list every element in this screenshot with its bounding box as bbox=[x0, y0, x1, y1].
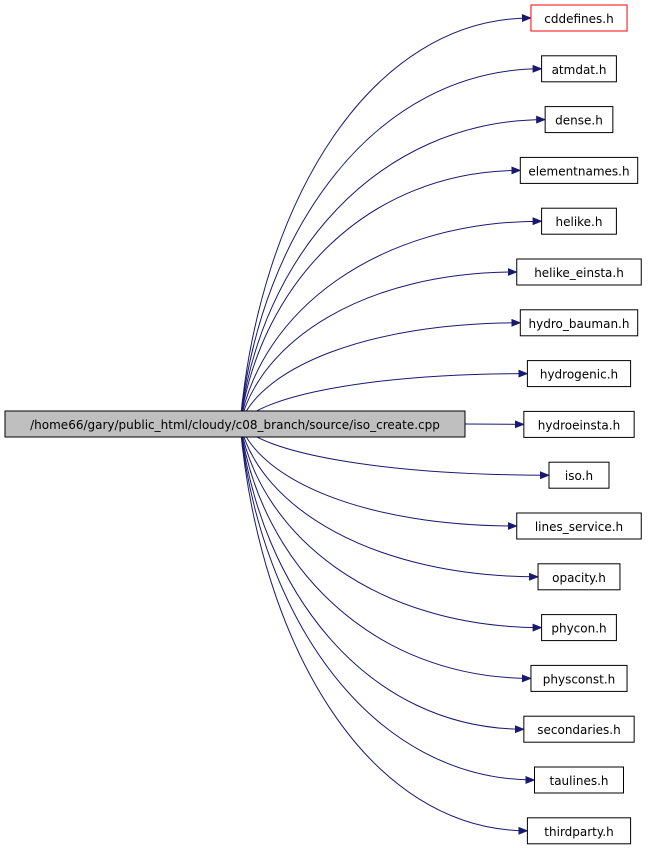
target-node-box bbox=[519, 309, 639, 337]
target-node-box bbox=[530, 4, 628, 32]
target-node-box bbox=[530, 664, 628, 692]
target-node-box bbox=[526, 817, 632, 845]
target-node-hydroeinsta[interactable]: hydroeinsta.h bbox=[523, 410, 635, 438]
target-node-label: helike.h bbox=[556, 215, 603, 229]
target-node-label: lines_service.h bbox=[535, 520, 623, 534]
edge-to-secondaries bbox=[239, 423, 525, 734]
target-node-box bbox=[516, 258, 642, 286]
target-node-box bbox=[519, 156, 639, 184]
target-node-phycon[interactable]: phycon.h bbox=[541, 614, 617, 642]
target-node-opacity[interactable]: opacity.h bbox=[537, 563, 621, 591]
edge-to-helike-einsta bbox=[239, 268, 518, 425]
edge-to-phycon bbox=[239, 423, 543, 632]
target-node-label: phycon.h bbox=[551, 622, 606, 636]
target-node-box bbox=[544, 106, 614, 134]
target-node-thirdparty[interactable]: thirdparty.h bbox=[526, 817, 632, 845]
edge-to-dense bbox=[239, 115, 547, 425]
target-node-label: cddefines.h bbox=[544, 12, 613, 26]
target-node-label: elementnames.h bbox=[528, 164, 629, 178]
target-node-secondaries[interactable]: secondaries.h bbox=[523, 715, 635, 743]
edge-to-hydro-bauman bbox=[239, 318, 522, 425]
target-node-label: hydroeinsta.h bbox=[538, 418, 620, 432]
target-node-box bbox=[516, 512, 642, 540]
edge-to-elementnames bbox=[239, 166, 522, 425]
edges bbox=[239, 14, 550, 835]
target-node-label: opacity.h bbox=[552, 571, 606, 585]
edge-to-atmdat bbox=[239, 64, 543, 425]
target-node-hydrogenic[interactable]: hydrogenic.h bbox=[526, 360, 632, 388]
target-node-label: helike_einsta.h bbox=[534, 266, 624, 280]
target-node-box bbox=[537, 563, 621, 591]
source-node[interactable]: /home66/gary/public_html/cloudy/c08_bran… bbox=[4, 410, 466, 438]
target-node-box bbox=[541, 55, 617, 83]
edge-to-lines-service bbox=[239, 423, 518, 530]
target-node-label: physconst.h bbox=[543, 672, 616, 686]
target-node-box bbox=[526, 360, 632, 388]
target-node-box bbox=[523, 715, 635, 743]
edge-to-cddefines bbox=[239, 14, 532, 425]
source-node-label: /home66/gary/public_html/cloudy/c08_bran… bbox=[30, 418, 440, 432]
edge-to-opacity bbox=[239, 423, 540, 581]
target-node-box bbox=[534, 766, 624, 794]
target-node-hydro-bauman[interactable]: hydro_bauman.h bbox=[519, 309, 639, 337]
edge-to-thirdparty bbox=[239, 423, 529, 835]
target-node-box bbox=[548, 461, 610, 489]
target-node-lines-service[interactable]: lines_service.h bbox=[516, 512, 642, 540]
target-node-label: hydro_bauman.h bbox=[529, 317, 630, 331]
target-nodes: cddefines.h atmdat.h dense.h elementnames.h… bbox=[516, 4, 642, 845]
target-node-box bbox=[541, 614, 617, 642]
target-node-atmdat[interactable]: atmdat.h bbox=[541, 55, 617, 83]
target-node-label: dense.h bbox=[555, 114, 603, 128]
target-node-physconst[interactable]: physconst.h bbox=[530, 664, 628, 692]
target-node-taulines[interactable]: taulines.h bbox=[534, 766, 624, 794]
target-node-helike[interactable]: helike.h bbox=[541, 207, 617, 235]
target-node-dense[interactable]: dense.h bbox=[544, 106, 614, 134]
target-node-label: taulines.h bbox=[550, 774, 609, 788]
edge-to-helike bbox=[239, 217, 543, 425]
target-node-label: hydrogenic.h bbox=[540, 368, 618, 382]
target-node-cddefines[interactable]: cddefines.h bbox=[530, 4, 628, 32]
target-node-label: atmdat.h bbox=[552, 63, 607, 77]
target-node-elementnames[interactable]: elementnames.h bbox=[519, 156, 639, 184]
edge-to-taulines bbox=[239, 423, 536, 784]
target-node-label: iso.h bbox=[565, 469, 593, 483]
target-node-box bbox=[541, 207, 617, 235]
edge-to-physconst bbox=[239, 423, 532, 683]
target-node-box bbox=[523, 410, 635, 438]
target-node-label: secondaries.h bbox=[537, 723, 620, 737]
target-node-helike-einsta[interactable]: helike_einsta.h bbox=[516, 258, 642, 286]
target-node-label: thirdparty.h bbox=[544, 825, 613, 839]
target-node-iso[interactable]: iso.h bbox=[548, 461, 610, 489]
